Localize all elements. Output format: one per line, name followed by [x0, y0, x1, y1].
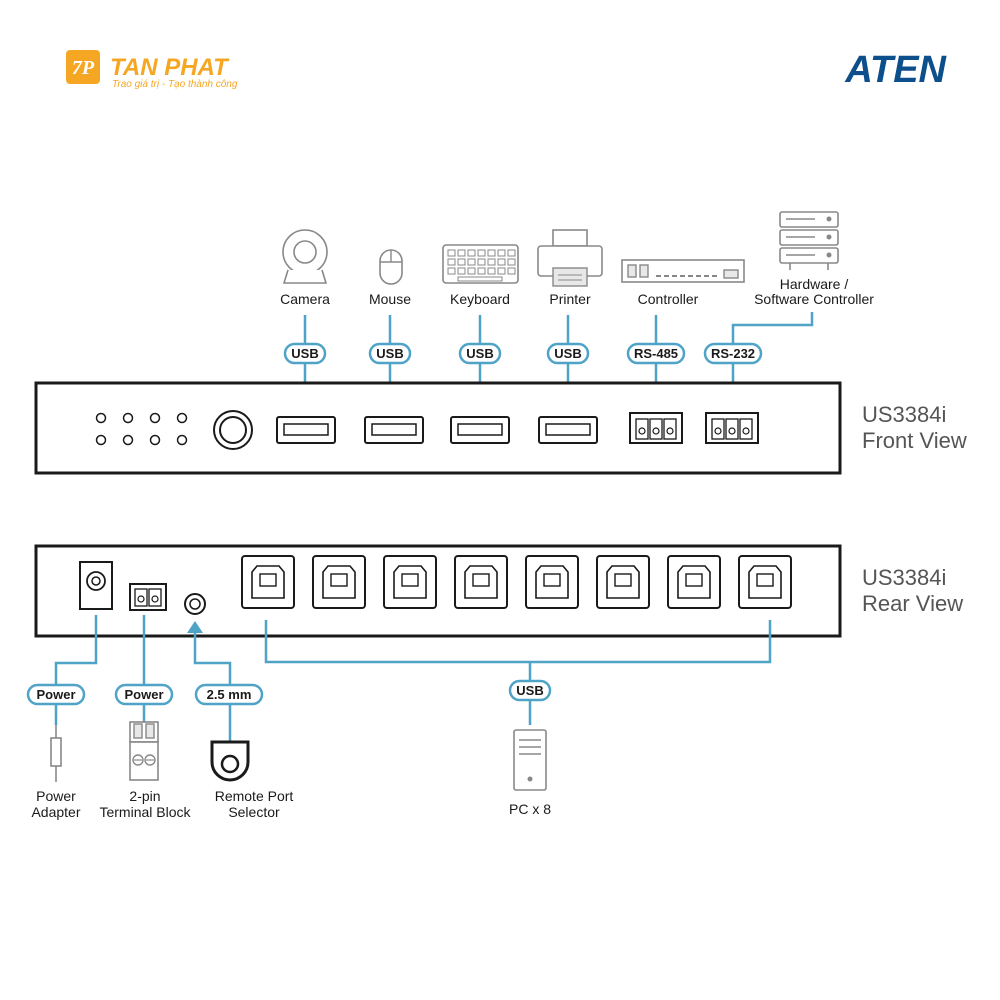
pc-usb-bus-wire	[264, 620, 772, 664]
svg-text:USB: USB	[291, 346, 318, 361]
tanphat-logo-mark-icon	[66, 50, 100, 84]
svg-text:USB: USB	[554, 346, 581, 361]
controller-label: Controller	[638, 291, 699, 307]
rear-usb-b-port	[525, 555, 579, 609]
camera-usb-badge: USB	[283, 342, 327, 365]
svg-text:USB: USB	[516, 683, 543, 698]
rear-usb-b-port	[312, 555, 366, 609]
brand-tagline: Trao giá trị - Tạo thành công	[112, 79, 238, 90]
terminal-block-icon	[129, 721, 159, 781]
keyboard-label: Keyboard	[450, 291, 510, 307]
controller-icon	[621, 259, 745, 283]
front-usb-port-keyboard	[450, 416, 510, 444]
rear-usb-b-port	[241, 555, 295, 609]
dc-power-jack	[79, 561, 113, 610]
svg-text:Power: Power	[124, 687, 163, 702]
svg-text:USB: USB	[376, 346, 403, 361]
mouse-usb-badge: USB	[368, 342, 412, 365]
svg-text:2.5 mm: 2.5 mm	[207, 687, 252, 702]
printer-icon	[537, 229, 603, 287]
hw-sw-controller-label-line2: Software Controller	[754, 291, 874, 307]
front-rs485-terminal	[629, 412, 683, 444]
power-plug-icon	[50, 725, 62, 782]
terminal-block-label-line1: 2-pin	[129, 788, 160, 804]
svg-text:RS-232: RS-232	[711, 346, 755, 361]
rear-terminal-block	[129, 583, 167, 611]
camera-label: Camera	[280, 291, 330, 307]
power-adapter-badge: Power	[26, 683, 86, 706]
rear-usb-b-ports	[241, 555, 792, 609]
keyboard-usb-badge: USB	[458, 342, 502, 365]
rear-usb-b-port	[667, 555, 721, 609]
svg-text:Power: Power	[36, 687, 75, 702]
pc-usb-badge: USB	[508, 679, 552, 702]
front-led-grid	[95, 412, 188, 446]
rear-usb-b-port	[454, 555, 508, 609]
aten-logo: ATEN	[844, 49, 947, 91]
remote-selector-icon	[210, 740, 250, 782]
mouse-icon	[379, 249, 403, 285]
svg-text:RS-485: RS-485	[634, 346, 678, 361]
aten-logo-text: ATEN	[844, 49, 947, 91]
server-icon	[779, 211, 839, 270]
camera-icon	[282, 229, 328, 284]
port-select-button	[213, 410, 253, 450]
rear-usb-b-port	[596, 555, 650, 609]
controller-rs485-badge: RS-485	[626, 342, 686, 365]
front-usb-port-printer	[538, 416, 598, 444]
power-adapter-label-line1: Power	[36, 788, 76, 804]
printer-usb-badge: USB	[546, 342, 590, 365]
hw-sw-controller-label-line1: Hardware /	[780, 276, 849, 292]
hw-sw-controller-rs232-badge: RS-232	[703, 342, 763, 365]
front-rs232-terminal	[705, 412, 759, 444]
rear-view-title-line2: Rear View	[862, 591, 963, 616]
keyboard-icon	[442, 244, 519, 284]
printer-label: Printer	[549, 291, 591, 307]
pc-tower-icon	[513, 729, 547, 791]
terminal-block-badge: Power	[114, 683, 174, 706]
power-adapter-label-line2: Adapter	[31, 804, 80, 820]
rear-usb-b-port	[383, 555, 437, 609]
brand-name: TAN PHAT	[110, 54, 230, 81]
remote-selector-badge: 2.5 mm	[194, 683, 264, 706]
terminal-block-label-line2: Terminal Block	[99, 804, 191, 820]
remote-selector-label-line1: Remote Port	[215, 788, 294, 804]
svg-text:7P: 7P	[72, 57, 95, 79]
tanphat-logo: 7P TAN PHAT Trao giá trị - Tạo thành côn…	[66, 50, 238, 90]
front-view-title-line1: US3384i	[862, 402, 946, 427]
svg-text:USB: USB	[466, 346, 493, 361]
front-usb-port-camera	[276, 416, 336, 444]
remote-port-jack	[184, 593, 206, 615]
remote-selector-arrow-icon	[187, 621, 203, 633]
pc-label: PC x 8	[509, 801, 551, 817]
rear-usb-b-port	[738, 555, 792, 609]
front-usb-port-mouse	[364, 416, 424, 444]
remote-selector-label-line2: Selector	[228, 804, 280, 820]
front-view-title-line2: Front View	[862, 428, 967, 453]
mouse-label: Mouse	[369, 291, 411, 307]
rear-view-title-line1: US3384i	[862, 565, 946, 590]
